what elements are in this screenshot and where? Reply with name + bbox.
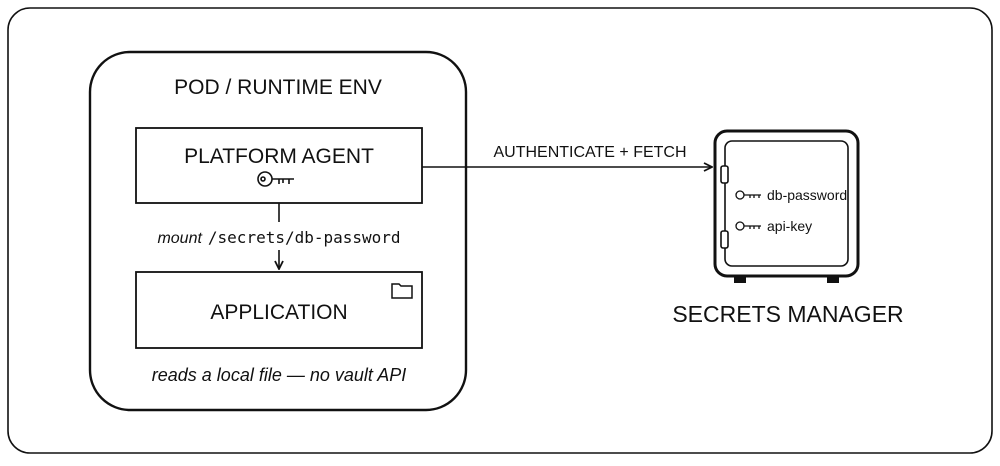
secret-label: db-password (767, 187, 847, 203)
application-border (135, 271, 423, 349)
fetch-connector: AUTHENTICATE + FETCH (422, 144, 712, 167)
application-box: APPLICATION (135, 271, 423, 349)
pod-border (88, 50, 468, 412)
pod-title: POD / RUNTIME ENV (174, 76, 382, 99)
secret-label: api-key (767, 218, 812, 234)
platform-agent-box: PLATFORM AGENT (135, 127, 423, 204)
mount-path: /secrets/db-password (208, 228, 401, 247)
application-caption: reads a local file — no vault API (152, 365, 406, 385)
platform-agent-label: PLATFORM AGENT (184, 145, 374, 168)
safe-door (724, 140, 849, 267)
key-icon (257, 171, 294, 187)
key-icon (735, 190, 761, 200)
mount-caption: mount/secrets/db-password (157, 228, 400, 247)
safe-body (713, 129, 860, 278)
safe-foot-right (827, 276, 839, 283)
safe-foot-left (734, 276, 746, 283)
pod-container: POD / RUNTIME ENV PLATFORM AGENT mount/s… (88, 50, 468, 412)
folder-icon (391, 283, 413, 299)
secrets-manager: db-password api-key SECRETS MANAGER (672, 129, 904, 327)
secrets-manager-label: SECRETS MANAGER (672, 301, 903, 327)
mount-prefix: mount (157, 230, 202, 247)
safe-hinge-top (720, 165, 729, 184)
safe-hinge-bottom (720, 230, 729, 249)
fetch-arrow-label: AUTHENTICATE + FETCH (493, 144, 686, 161)
secret-item-api-key: api-key (735, 218, 812, 234)
application-label: APPLICATION (210, 301, 347, 324)
key-icon (735, 221, 761, 231)
secret-item-db-password: db-password (735, 187, 847, 203)
